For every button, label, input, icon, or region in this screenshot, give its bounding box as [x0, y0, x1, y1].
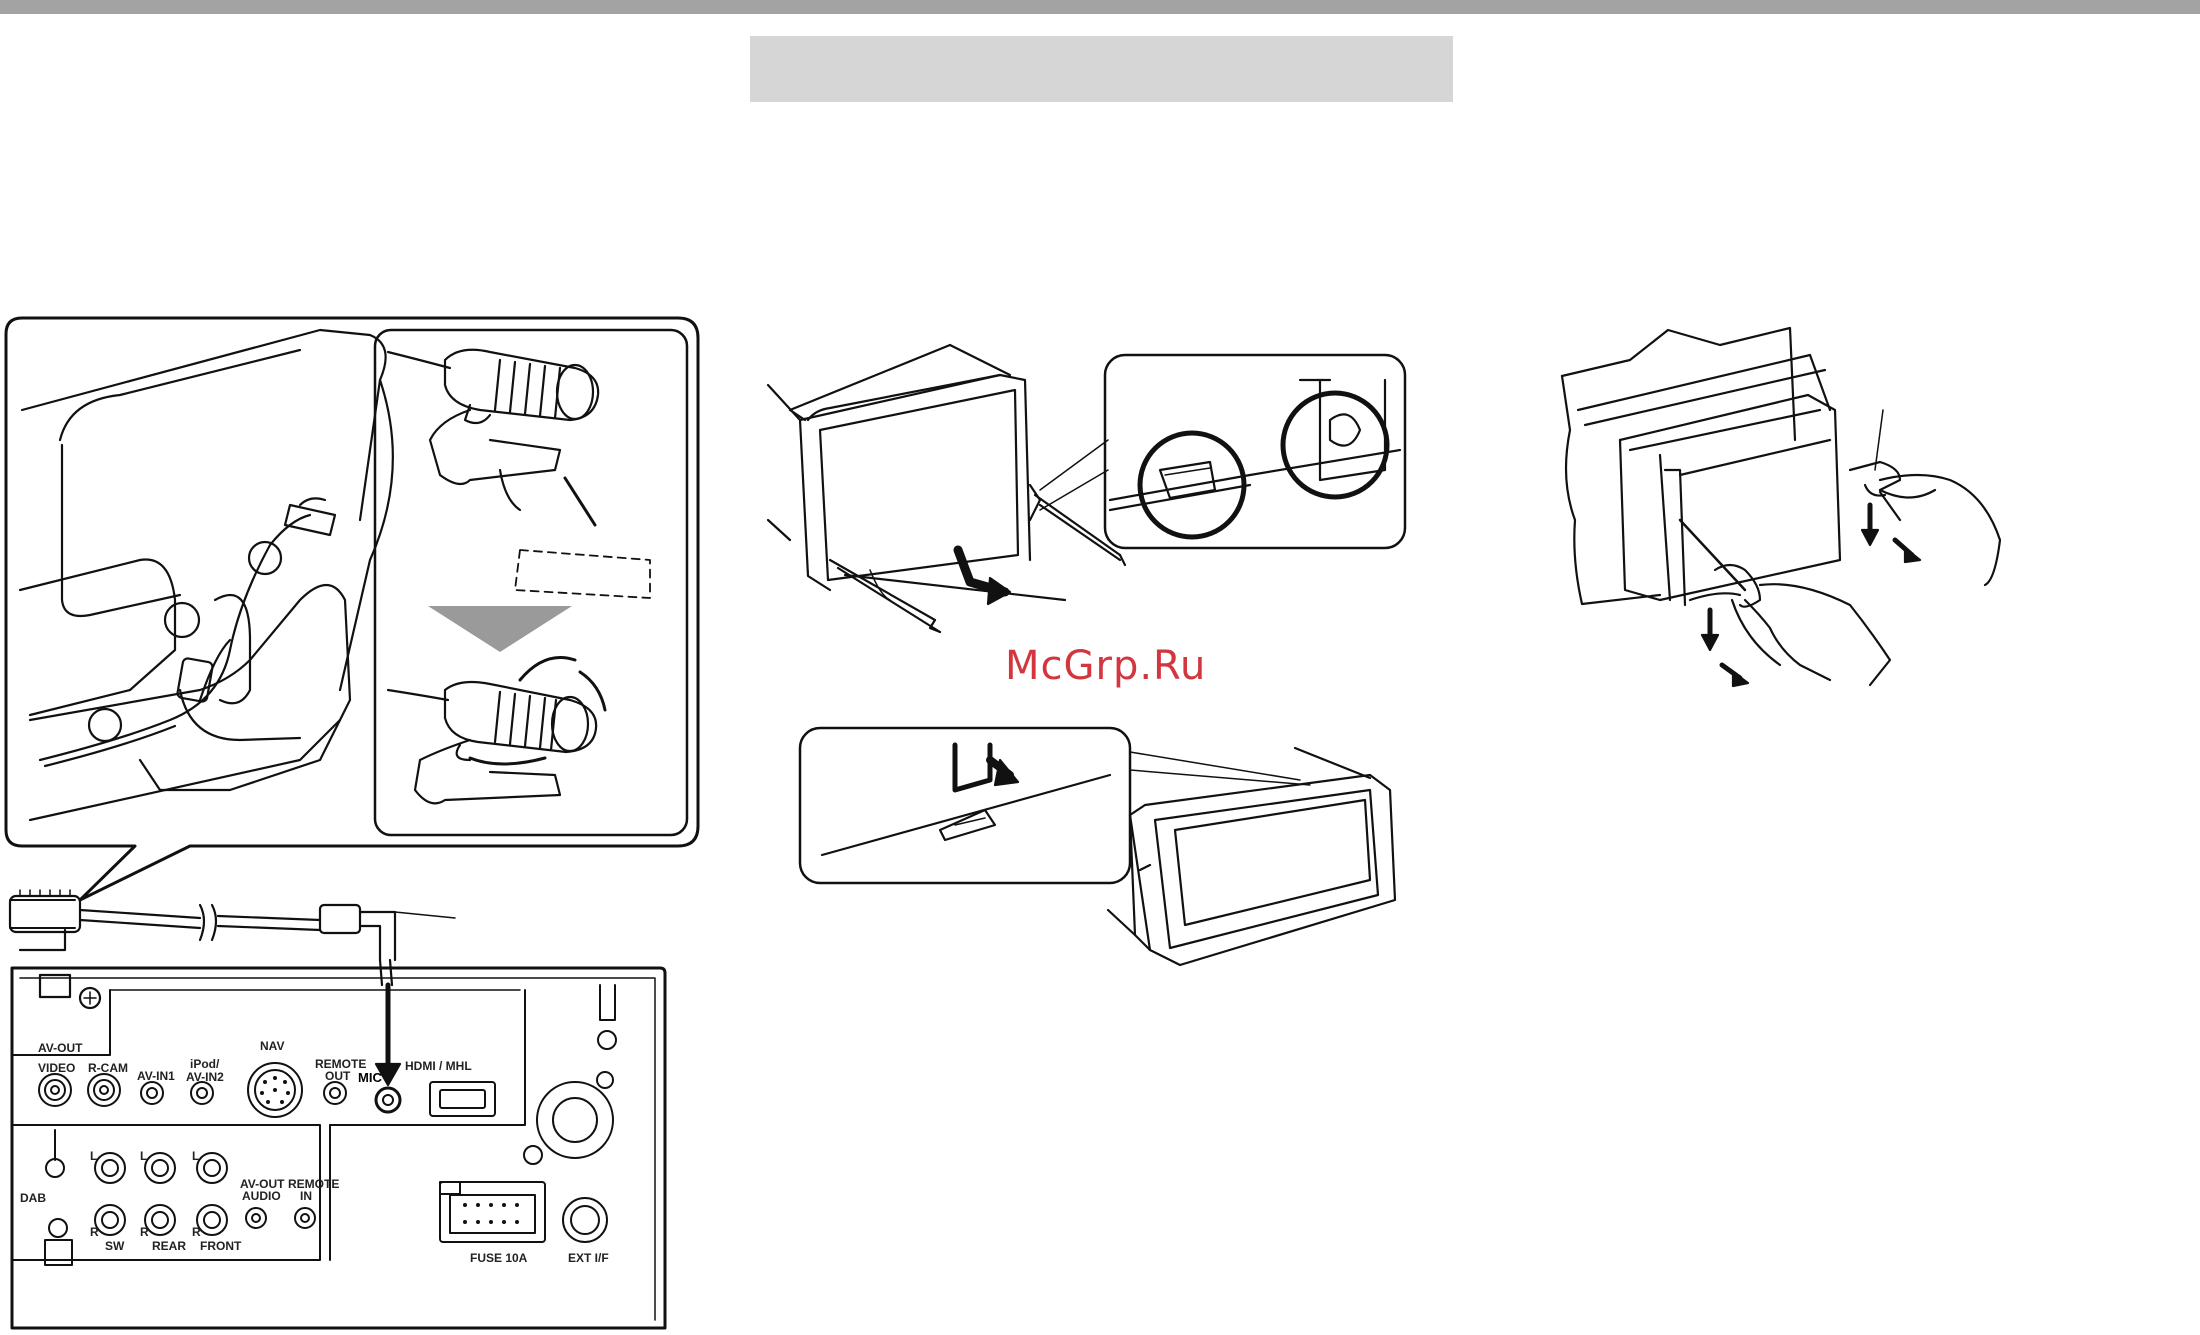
watermark-text: McGrp.Ru: [1005, 643, 1206, 689]
